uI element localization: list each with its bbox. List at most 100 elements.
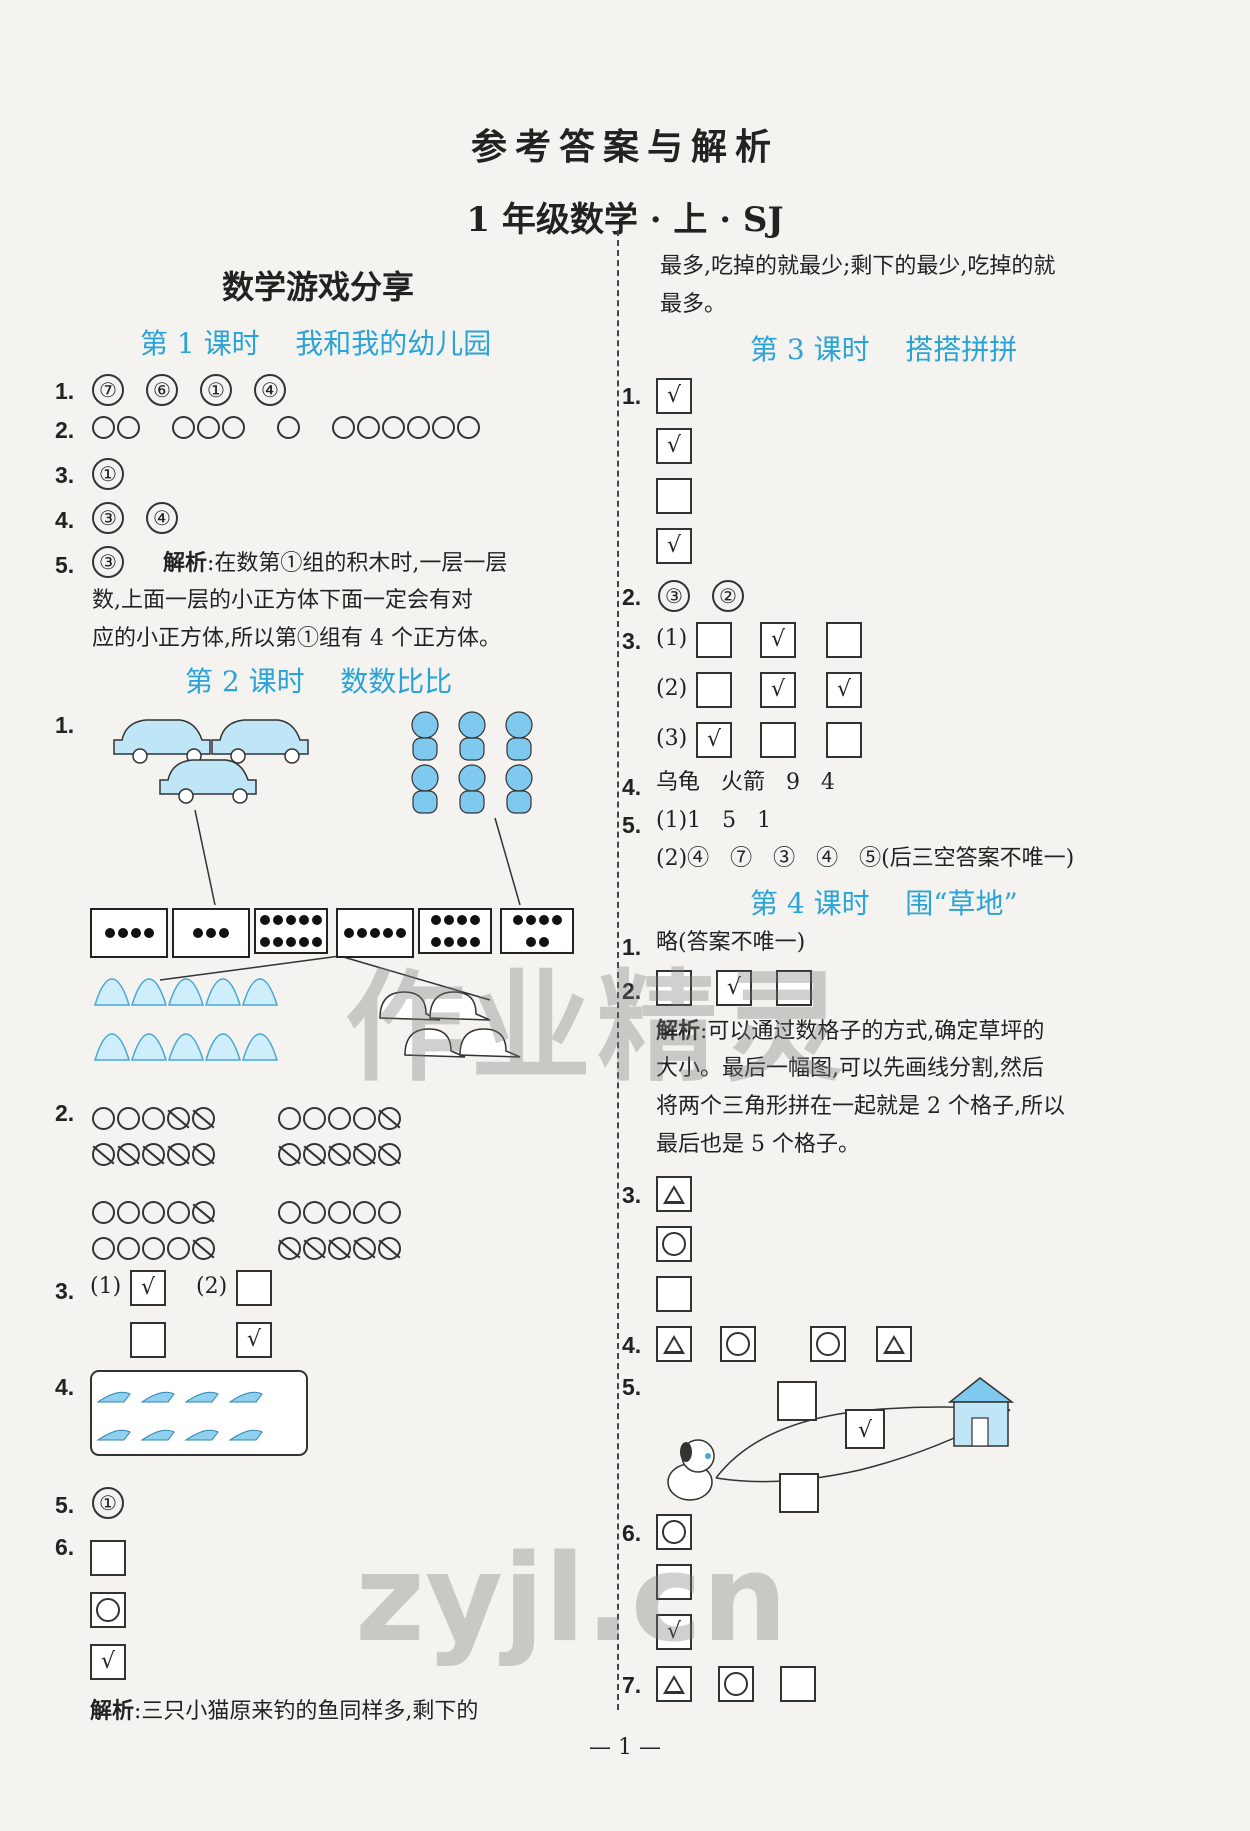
matching-lines — [159, 809, 521, 1001]
answer-box — [718, 1666, 754, 1702]
answer-box — [656, 478, 692, 514]
q-number: 5. — [55, 552, 75, 578]
cap-icons — [379, 991, 521, 1058]
path-illustration: √ — [667, 1377, 1015, 1513]
answer-text: (1)1 5 1 — [656, 808, 772, 833]
l1-q2-circles — [92, 416, 512, 439]
q-number: 3. — [55, 462, 75, 488]
dog-icon — [667, 1439, 715, 1501]
q-number: 1. — [622, 383, 642, 409]
answer-box: √ — [826, 672, 862, 708]
answer-box: √ — [656, 378, 692, 414]
answer-box — [656, 1666, 692, 1702]
q-number: 1. — [55, 378, 75, 404]
triangle-shape-icon — [663, 1335, 685, 1354]
dot-card — [254, 908, 328, 954]
page-number: — 1 — — [589, 1735, 661, 1760]
sub-label: (1) — [656, 626, 688, 651]
lesson-2-title: 第 2 课时 数数比比 — [185, 665, 453, 698]
q-number: 6. — [622, 1520, 642, 1546]
answer-box: √ — [760, 622, 796, 658]
sub-label: (1) — [90, 1274, 122, 1299]
answer-box: √ — [656, 528, 692, 564]
answer-circle: ③ — [92, 502, 124, 534]
q-number: 1. — [622, 934, 642, 960]
dot-card — [336, 908, 414, 958]
answer-circle: ① — [92, 458, 124, 490]
answer-box — [90, 1592, 126, 1628]
answer-circle: ⑦ — [92, 374, 124, 406]
page-title: 参考答案与解析 — [470, 126, 779, 168]
explanation-line: 数,上面一层的小正方体下面一定会有对 — [92, 588, 473, 613]
page-subtitle: 1 年级数学 · 上 · SJ — [466, 200, 784, 240]
answer-box: √ — [696, 722, 732, 758]
explanation: 解析:可以通过数格子的方式,确定草坪的 — [656, 1018, 1045, 1044]
q-number: 1. — [55, 712, 75, 738]
watermark-text: 作业精灵 — [345, 959, 849, 1098]
answer-box: √ — [656, 428, 692, 464]
answer-box: √ — [656, 1614, 692, 1650]
q-number: 5. — [622, 1374, 642, 1400]
q-number: 2. — [622, 584, 642, 610]
house-icon — [947, 1377, 1015, 1447]
q-number: 2. — [622, 978, 642, 1004]
circle-shape-icon — [724, 1672, 748, 1696]
answer-box: √ — [716, 970, 752, 1006]
monkey-icons — [411, 711, 533, 814]
answer-circle: ① — [200, 374, 232, 406]
q-number: 5. — [55, 1492, 75, 1518]
peach-icons — [93, 978, 279, 1061]
lesson-4-title: 第 4 课时 围“草地” — [750, 887, 1018, 920]
sub-label: (2) — [196, 1274, 228, 1299]
section-title: 数学游戏分享 — [222, 268, 415, 306]
answer-circle: ④ — [254, 374, 286, 406]
answer-text: (2)④ ⑦ ③ ④ ⑤(后三空答案不唯一) — [656, 846, 1075, 871]
circle-shape-icon — [662, 1520, 686, 1544]
answer-circle: ③ — [658, 580, 690, 612]
answer-circle: ⑥ — [146, 374, 178, 406]
car-icons — [113, 719, 309, 804]
answer-box — [656, 1326, 692, 1362]
q-number: 4. — [55, 507, 75, 533]
answer-box — [826, 622, 862, 658]
column-divider — [617, 230, 619, 1710]
svg-text:√: √ — [858, 1418, 873, 1443]
explanation-line: 最多。 — [660, 292, 727, 317]
answer-box — [696, 672, 732, 708]
answer-circle: ③ — [92, 546, 124, 578]
answer-box — [130, 1322, 166, 1358]
triangle-shape-icon — [663, 1185, 685, 1204]
answer-circle: ② — [712, 580, 744, 612]
dot-card — [418, 908, 492, 954]
q-number: 2. — [55, 417, 75, 443]
q-number: 2. — [55, 1100, 75, 1126]
q-number: 3. — [622, 628, 642, 654]
answer-box — [656, 1514, 692, 1550]
answer-box — [876, 1326, 912, 1362]
answer-box — [656, 970, 692, 1006]
answer-circle: ④ — [146, 502, 178, 534]
answer-text: 略(答案不唯一) — [656, 930, 806, 955]
triangle-shape-icon — [883, 1335, 905, 1354]
answer-box — [656, 1226, 692, 1262]
l2-q2-left-circles — [92, 1100, 217, 1266]
triangle-shape-icon — [663, 1675, 685, 1694]
answer-box — [810, 1326, 846, 1362]
q-number: 3. — [55, 1278, 75, 1304]
explanation-line: 大小。最后一幅图,可以先画线分割,然后 — [656, 1056, 1044, 1081]
answer-text: 乌龟 火箭 9 4 — [656, 770, 835, 795]
explanation: 解析:三只小猫原来钓的鱼同样多,剩下的 — [90, 1698, 479, 1724]
explanation-line: 将两个三角形拼在一起就是 2 个格子,所以 — [656, 1094, 1065, 1119]
explanation: 解析:在数第①组的积木时,一层一层 — [163, 550, 508, 576]
answer-box: √ — [760, 672, 796, 708]
circle-shape-icon — [662, 1232, 686, 1256]
explanation-line: 最多,吃掉的就最少;剩下的最少,吃掉的就 — [660, 254, 1056, 279]
sub-label: (2) — [656, 676, 688, 701]
explanation-line: 最后也是 5 个格子。 — [656, 1132, 860, 1157]
dot-card — [90, 908, 168, 958]
lesson-1-title: 第 1 课时 我和我的幼儿园 — [140, 327, 492, 360]
q-number: 5. — [622, 812, 642, 838]
answer-box — [236, 1270, 272, 1306]
q-number: 7. — [622, 1672, 642, 1698]
